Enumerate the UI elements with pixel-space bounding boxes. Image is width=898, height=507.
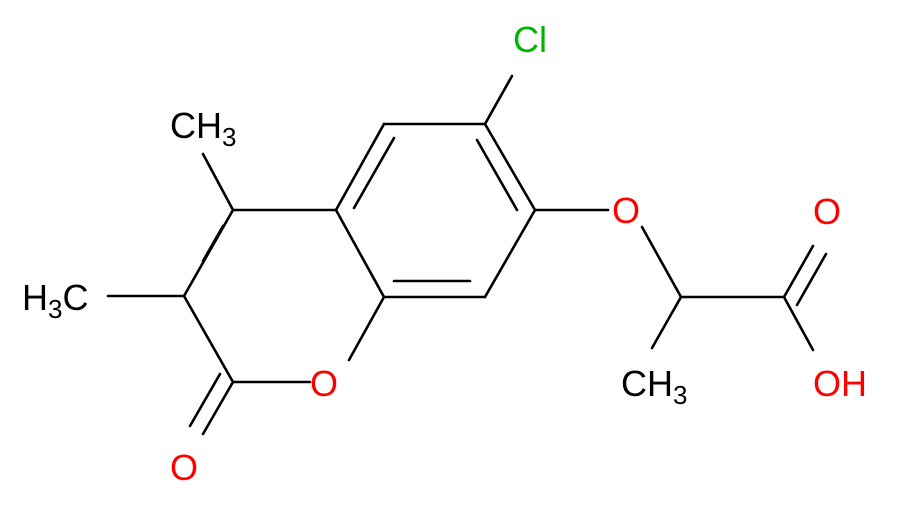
bottom-methyl-ch: CH [621, 363, 673, 404]
bond-c6-c7 [483, 122, 537, 212]
bond-cooh-o-double-a [782, 244, 815, 299]
bond-c6-cl [483, 74, 514, 126]
left-methyl-c: C [62, 277, 88, 318]
bottom-methyl-label: CH3 [621, 363, 687, 410]
hydroxyl-label: OH [813, 363, 867, 404]
bond-c2-o-carbonyl-second [188, 372, 222, 428]
atom-labels: Cl O O O O OH CH3 H3C CH3 [22, 19, 867, 488]
bond-c6-c7-inner [475, 138, 519, 212]
bond-c2-o-carbonyl [201, 380, 235, 436]
ether-oxygen-label: O [612, 190, 640, 231]
left-methyl-h: H [22, 277, 48, 318]
top-methyl-ch: CH [170, 105, 222, 146]
bond-c3-c2 [182, 294, 235, 384]
bond-c4-methyl [201, 152, 235, 212]
bottom-methyl-subscript: 3 [673, 380, 687, 410]
bond-c4-c3-inner [201, 224, 225, 263]
left-methyl-subscript: 3 [48, 294, 62, 324]
ring-oxygen-label: O [310, 363, 338, 404]
bond-o-ether-ch [640, 225, 683, 299]
bond-c4a-c5-inner [352, 136, 396, 210]
bond-c4a-c5 [334, 122, 386, 212]
bond-o1-c8a [347, 295, 386, 362]
left-methyl-label: H3C [22, 277, 88, 324]
bond-ch-ch3 [650, 295, 683, 350]
chlorine-label: Cl [513, 19, 547, 60]
acid-carbonyl-oxygen-label: O [813, 191, 841, 232]
top-methyl-label: CH3 [170, 105, 236, 152]
bond-c8a-c4a [334, 208, 386, 299]
bond-cooh-o-double-b [795, 252, 828, 307]
bond-cooh-oh [782, 295, 815, 352]
top-methyl-subscript: 3 [222, 122, 236, 152]
bond-c7-c8 [483, 208, 537, 299]
bond-lines [106, 74, 828, 436]
ring-carbonyl-oxygen-label: O [170, 447, 198, 488]
